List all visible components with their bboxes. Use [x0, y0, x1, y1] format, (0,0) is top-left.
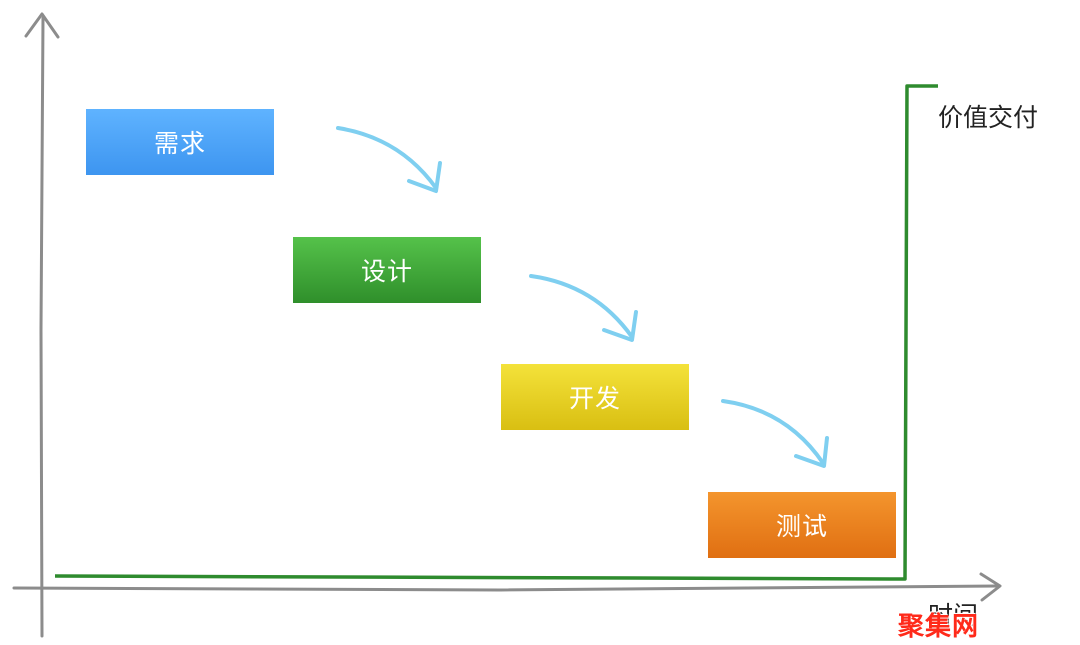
stage-label: 设计 [360, 257, 413, 286]
flow-arrow-3 [721, 399, 829, 468]
y-axis [24, 12, 60, 638]
stage-label: 需求 [153, 129, 206, 158]
stage-design: 设计 [293, 237, 481, 303]
stage-label: 开发 [568, 384, 621, 413]
stage-testing: 测试 [708, 492, 896, 558]
flow-arrow-1 [336, 126, 442, 193]
flow-arrow-2 [529, 274, 638, 342]
x-axis-label: 时间 [928, 601, 979, 630]
x-axis [12, 572, 1002, 602]
stage-requirements: 需求 [86, 109, 274, 175]
stage-development: 开发 [501, 364, 689, 430]
watermark-logo: 聚集网 [898, 612, 980, 642]
stage-label: 测试 [775, 512, 828, 541]
y-axis-label: 价值交付 [938, 103, 1039, 132]
value-delivery-line [54, 84, 938, 581]
